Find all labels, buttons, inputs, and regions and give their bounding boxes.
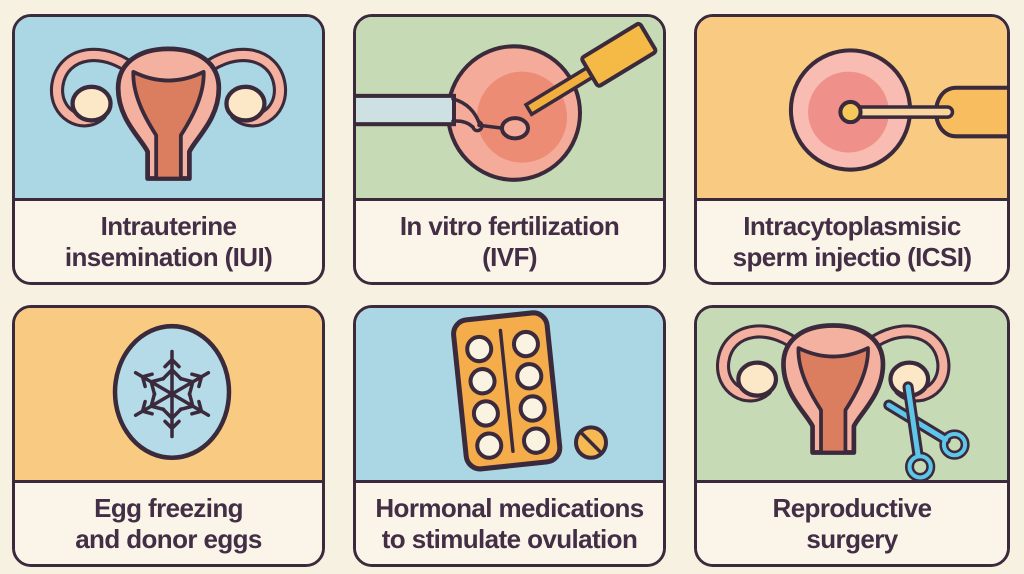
- panel-hormonal-medications-illustration: [356, 308, 663, 483]
- round-pill-icon: [574, 425, 608, 460]
- uterus-icon: [15, 17, 322, 198]
- label-line: (IVF): [482, 241, 537, 272]
- label-line: Intrauterine: [100, 210, 237, 241]
- panel-hormonal-medications: Hormonal medications to stimulate ovulat…: [353, 305, 666, 567]
- panel-icsi-label: Intracytoplasmisic sperm injectio (ICSI): [697, 201, 1007, 282]
- panel-iui-illustration: [15, 17, 322, 201]
- frozen-egg-snowflake-icon: [112, 323, 232, 461]
- panel-ivf-illustration: [356, 17, 663, 201]
- label-line: Reproductive: [772, 492, 933, 523]
- label-line: sperm injectio (ICSI): [732, 241, 972, 272]
- label-line: and donor eggs: [75, 523, 262, 554]
- panel-reproductive-surgery-label: Reproductive surgery: [697, 483, 1007, 564]
- panel-egg-freezing-label: Egg freezing and donor eggs: [15, 483, 322, 564]
- panel-reproductive-surgery-illustration: [697, 308, 1007, 483]
- label-line: Egg freezing: [94, 492, 243, 523]
- panel-ivf: In vitro fertilization (IVF): [353, 14, 666, 285]
- panel-icsi: Intracytoplasmisic sperm injectio (ICSI): [694, 14, 1010, 285]
- panel-ivf-label: In vitro fertilization (IVF): [356, 201, 663, 282]
- label-line: In vitro fertilization: [399, 210, 620, 241]
- pill-blister-pack-icon: [451, 310, 608, 472]
- label-line: surgery: [806, 523, 898, 554]
- label-line: Intracytoplasmisic: [743, 210, 961, 241]
- label-line: insemination (IUI): [64, 241, 273, 272]
- panel-iui: Intrauterine insemination (IUI): [12, 14, 325, 285]
- panel-iui-label: Intrauterine insemination (IUI): [15, 201, 322, 282]
- egg-sperm-injection-icon: [788, 48, 1007, 172]
- panel-hormonal-medications-label: Hormonal medications to stimulate ovulat…: [356, 483, 663, 564]
- panel-egg-freezing-illustration: [15, 308, 322, 483]
- label-line: to stimulate ovulation: [381, 523, 638, 554]
- panel-reproductive-surgery: Reproductive surgery: [694, 305, 1010, 567]
- label-line: Hormonal medications: [375, 492, 644, 523]
- scissors-icon: [883, 381, 970, 480]
- panel-egg-freezing: Egg freezing and donor eggs: [12, 305, 325, 567]
- egg-fertilization-pipette-icon: [356, 21, 658, 182]
- panel-icsi-illustration: [697, 17, 1007, 201]
- uterus-scissors-icon: [697, 308, 970, 480]
